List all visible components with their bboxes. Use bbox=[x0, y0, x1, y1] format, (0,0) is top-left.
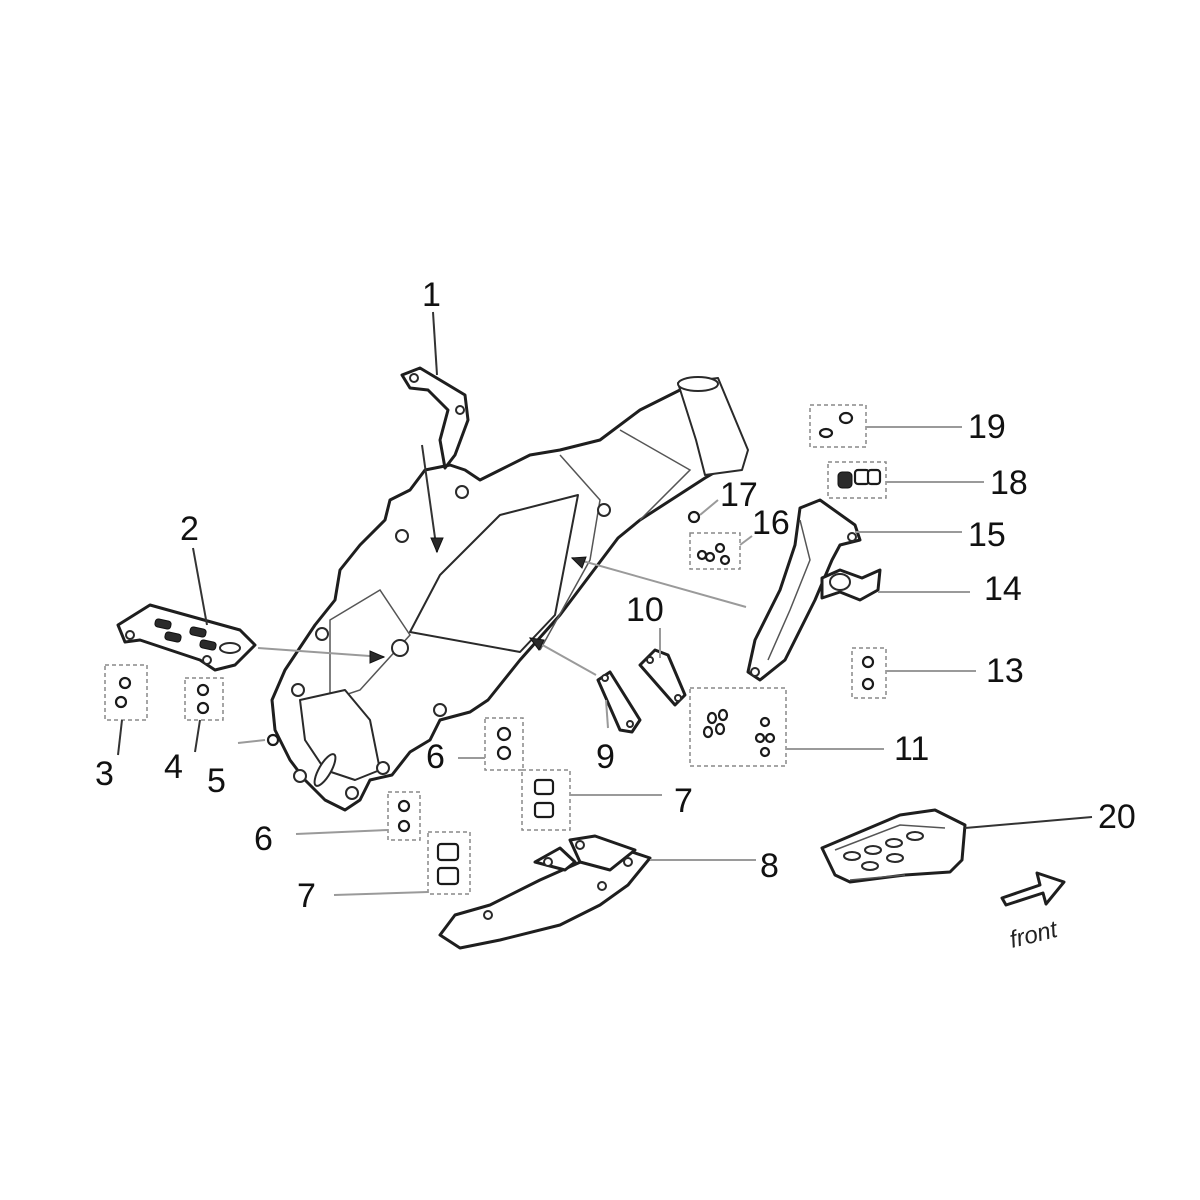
part-15-rear-support bbox=[746, 498, 862, 682]
hardware-item-5 bbox=[266, 733, 280, 747]
callout-1: 1 bbox=[422, 276, 441, 314]
part-2-plate bbox=[116, 603, 257, 672]
callout-6-upper: 6 bbox=[426, 738, 445, 776]
hardware-group-11 bbox=[689, 687, 787, 767]
hardware-group-3 bbox=[104, 664, 148, 721]
callout-18: 18 bbox=[990, 464, 1028, 502]
front-arrow-icon bbox=[1000, 871, 1066, 907]
callout-16: 16 bbox=[752, 504, 790, 542]
part-1-upper-bracket bbox=[400, 366, 470, 470]
callout-2: 2 bbox=[180, 510, 199, 548]
callout-3: 3 bbox=[95, 755, 114, 793]
hardware-group-6-upper bbox=[484, 717, 524, 771]
callout-20: 20 bbox=[1098, 798, 1136, 836]
callout-14: 14 bbox=[984, 570, 1022, 608]
hardware-group-4 bbox=[184, 677, 224, 721]
callout-7-lower: 7 bbox=[297, 877, 316, 915]
callout-10: 10 bbox=[626, 591, 664, 629]
leader-lines bbox=[117, 311, 1093, 896]
callout-19: 19 bbox=[968, 408, 1006, 446]
hardware-group-18 bbox=[827, 461, 887, 499]
front-label: front bbox=[1007, 916, 1061, 954]
hardware-group-19 bbox=[809, 404, 867, 448]
callout-5: 5 bbox=[207, 762, 226, 800]
part-10-bracket bbox=[638, 648, 687, 707]
callout-4: 4 bbox=[164, 748, 183, 786]
hardware-item-17 bbox=[687, 510, 701, 524]
part-20-cover bbox=[820, 808, 967, 884]
callout-numbers: 1 2 3 4 5 6 7 6 7 8 9 10 11 13 14 15 16 … bbox=[95, 276, 1136, 915]
part-8-lower-bracket bbox=[438, 834, 652, 950]
part-9-bracket bbox=[596, 670, 642, 734]
callout-13: 13 bbox=[986, 652, 1024, 690]
callout-17: 17 bbox=[720, 476, 758, 514]
hardware-group-7-upper bbox=[521, 769, 571, 831]
hardware-group-6-lower bbox=[387, 791, 421, 841]
hardware-group-7-lower bbox=[427, 831, 471, 895]
hardware-group-13 bbox=[851, 647, 887, 699]
callout-8: 8 bbox=[760, 847, 779, 885]
callout-15: 15 bbox=[968, 516, 1006, 554]
callout-11: 11 bbox=[894, 730, 929, 768]
callout-9: 9 bbox=[596, 738, 615, 776]
hardware-group-16 bbox=[689, 532, 741, 570]
part-14-clamp bbox=[820, 568, 882, 602]
callout-6-lower: 6 bbox=[254, 820, 273, 858]
main-frame bbox=[270, 376, 749, 812]
callout-7-upper: 7 bbox=[674, 782, 693, 820]
